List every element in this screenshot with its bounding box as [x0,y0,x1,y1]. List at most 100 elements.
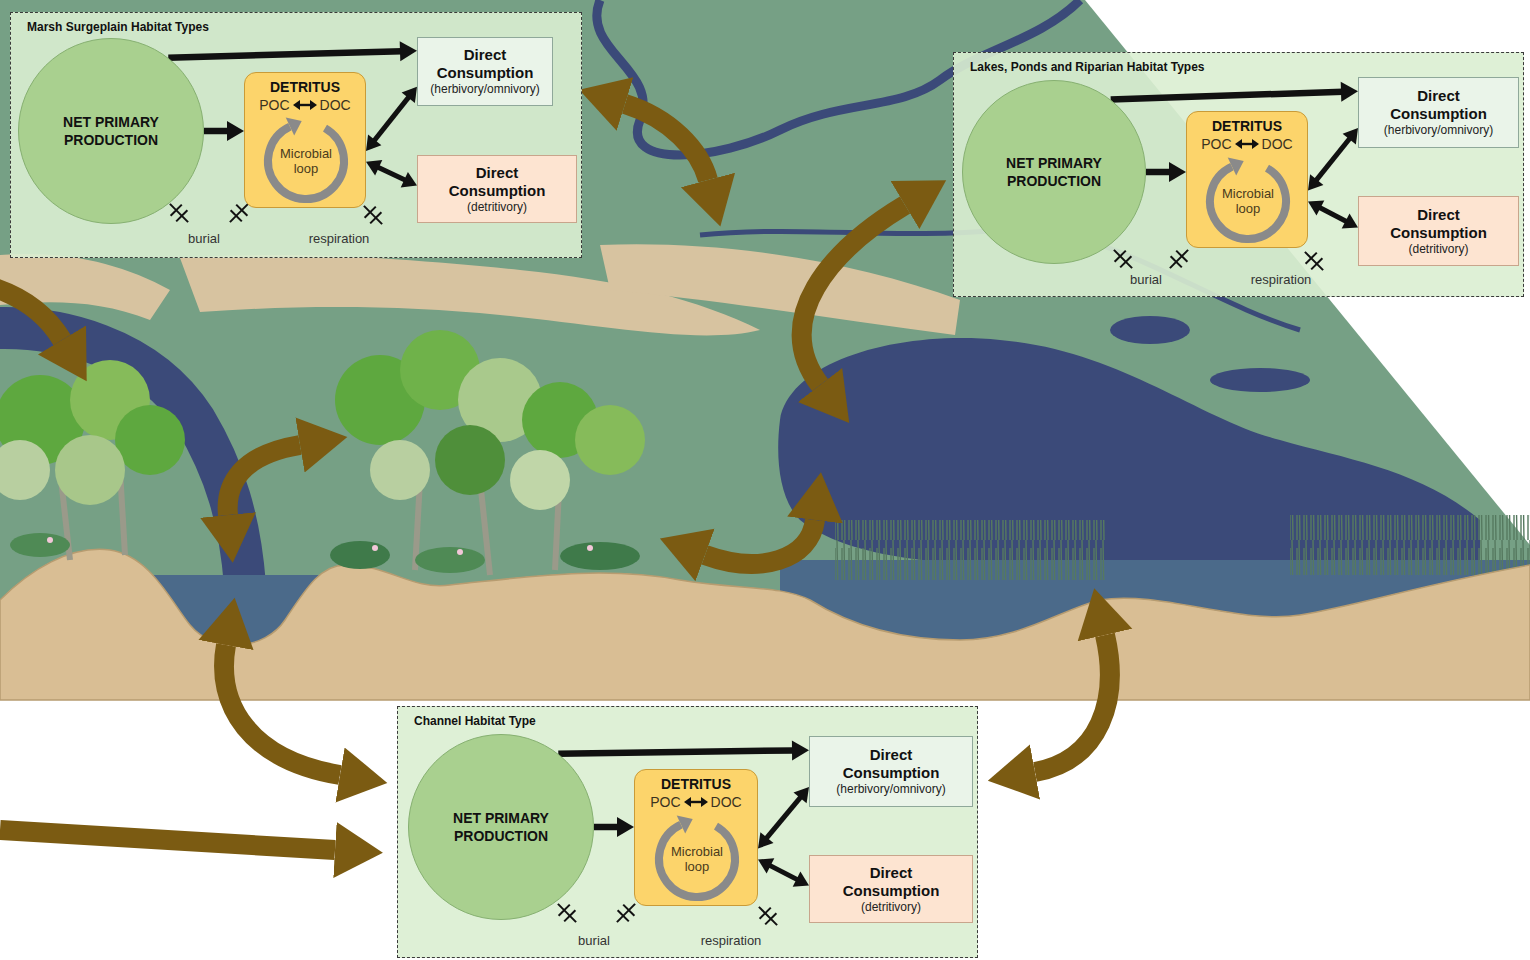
connector-line [1146,169,1171,176]
microbial-loop-label: Microbial loop [664,844,730,874]
flux-label: burial [188,231,220,246]
sink-line [230,204,248,222]
consumption-type: (herbivory/omnivory) [1384,123,1493,138]
sink-symbol [1170,250,1188,268]
detritus-box: DETRITUSPOCDOCMicrobial loop [634,769,758,906]
panel-heading: Lakes, Ponds and Riparian Habitat Types [970,60,1205,75]
connector-line [374,96,410,141]
consumption-title: Direct Consumption [1380,87,1498,123]
double-arrow-icon [293,99,317,111]
sink-bar [1120,256,1131,267]
connector-arrowhead [366,160,382,175]
panel-heading: Marsh Surgeplain Habitat Types [27,20,209,35]
connector-arrowhead [792,740,809,760]
loop-arrowhead [286,118,302,136]
sink-symbol [558,904,576,922]
detritus-title: DETRITUS [245,79,365,95]
poc-doc-row: POC DOC [1187,136,1307,152]
connector-line [769,865,799,880]
production-circle: NET PRIMARY PRODUCTION [962,80,1146,264]
double-arrow-icon [684,796,708,808]
consumption-title: Direct Consumption [1380,206,1498,242]
connector-line [168,51,402,58]
consumption-title: Direct Consumption [832,746,950,782]
connector-line [1316,138,1351,182]
connector-arrowhead [1341,82,1358,102]
production-label: NET PRIMARY PRODUCTION [994,154,1114,190]
text-stack: Direct Consumption(herbivory/omnivory) [1380,87,1498,138]
habitat-panel: Marsh Surgeplain Habitat TypesNET PRIMAR… [10,12,582,258]
sink-bar [618,910,629,921]
poc-doc-row: POC DOC [245,97,365,113]
herbivory-box: Direct Consumption(herbivory/omnivory) [809,736,973,807]
consumption-title: Direct Consumption [426,46,544,82]
sink-bar [1176,251,1187,262]
connector-arrowhead [400,41,417,61]
production-circle: NET PRIMARY PRODUCTION [408,734,594,920]
pond [1210,368,1310,392]
sink-line [170,204,188,222]
sink-bar [365,207,376,218]
detritus-title: DETRITUS [1187,118,1307,134]
sink-bar [1311,258,1322,269]
text-stack: Direct Consumption(detritivory) [832,864,950,915]
flow-connector [1308,128,1358,190]
sink-line [1114,250,1132,268]
arrow-head [310,100,317,110]
consumption-type: (herbivory/omnivory) [836,782,945,797]
flux-label: respiration [1251,272,1312,287]
sink-bar [236,205,247,216]
flux-label: respiration [309,231,370,246]
arrow-shaft [298,104,312,106]
sink-bar [231,210,242,221]
arrow-shaft [1240,143,1254,145]
loop-arc [1210,167,1286,239]
sink-symbol [759,907,777,925]
text-stack: Direct Consumption(herbivory/omnivory) [426,46,544,97]
consumption-type: (herbivory/omnivory) [430,82,539,97]
sink-bar [623,905,634,916]
sink-bar [1306,253,1317,264]
carbon-pool-label: DOC [1262,136,1293,152]
text-stack: Direct Consumption(detritivory) [1380,206,1498,257]
carbon-pool-label: POC [1201,136,1231,152]
sink-symbol [1114,250,1132,268]
consumption-title: Direct Consumption [832,864,950,900]
carbon-pool-label: DOC [320,97,351,113]
flow-connector [758,787,809,848]
sink-line [558,904,576,922]
flow-connector [366,160,417,187]
sink-bar [1115,251,1126,262]
connector-arrowhead [1308,200,1324,215]
sink-bar [765,913,776,924]
flux-label: burial [1130,272,1162,287]
microbial-loop-label: Microbial loop [273,146,339,176]
carbon-pool-label: POC [259,97,289,113]
connector-arrowhead [401,172,417,187]
reeds [1290,515,1530,575]
connector-arrowhead [793,872,809,887]
sink-bar [1171,256,1182,267]
connector-arrowhead [366,135,381,151]
sink-bar [176,210,187,221]
connector-line [1319,207,1348,222]
habitat-panel: Lakes, Ponds and Riparian Habitat TypesN… [953,52,1524,297]
sink-symbol [1305,252,1323,270]
flow-connector [758,858,809,887]
consumption-type: (detritivory) [861,900,921,915]
connector-arrowhead [1169,162,1186,182]
flow-connector [168,41,417,61]
connector-line [594,824,619,831]
flow-connector [594,817,634,837]
loop-arrowhead [677,816,693,834]
arrow-head [1252,139,1259,149]
sink-symbol [230,204,248,222]
flow-connector [1111,82,1358,102]
pond [1110,316,1190,344]
consumption-type: (detritivory) [467,200,527,215]
consumption-title: Direct Consumption [438,164,556,200]
connector-arrowhead [1308,174,1323,190]
connector-line [766,796,802,839]
production-label: NET PRIMARY PRODUCTION [51,113,171,149]
